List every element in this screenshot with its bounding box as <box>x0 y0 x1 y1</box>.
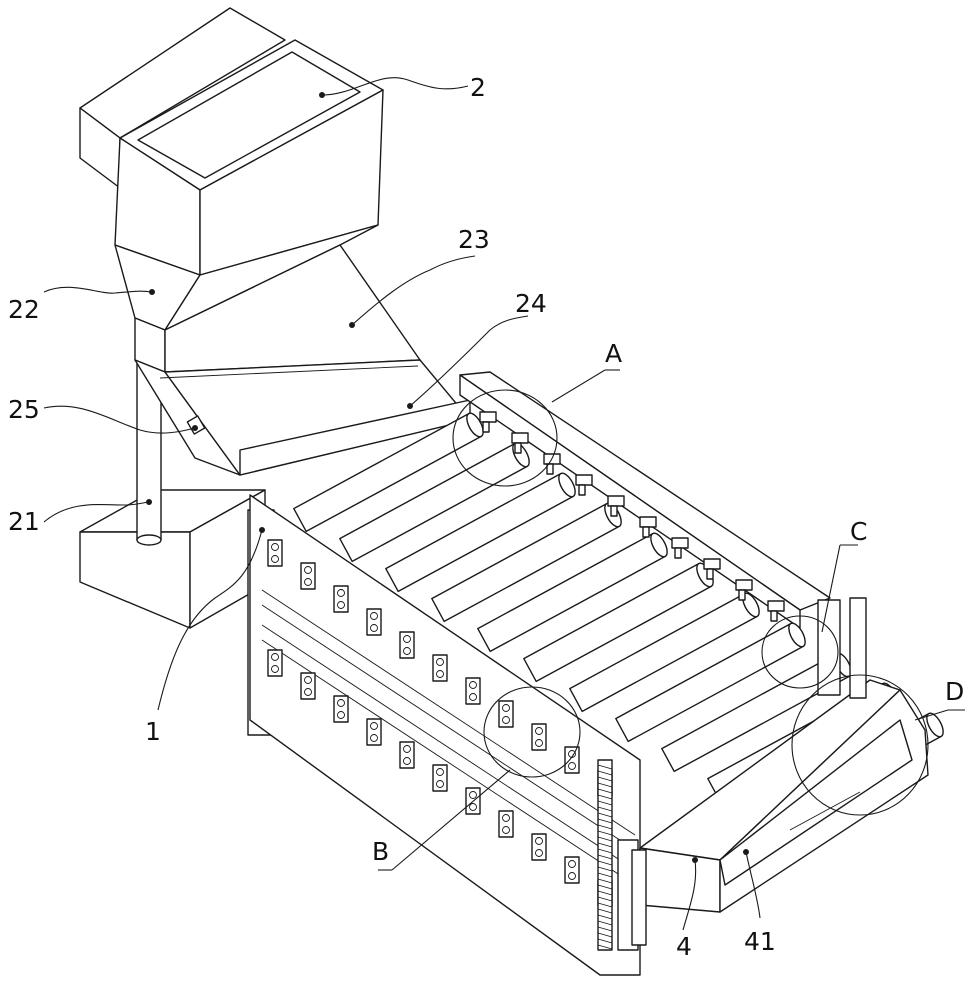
top-bracket <box>511 432 529 444</box>
label-column: 21 <box>8 507 40 536</box>
label-detail-a: A <box>605 339 622 368</box>
detail-circle-b <box>483 686 581 778</box>
label-detail-d: D <box>945 677 964 706</box>
label-frame: 1 <box>145 717 161 746</box>
roller-end <box>650 532 668 558</box>
detail-callouts <box>452 389 929 816</box>
top-bracket <box>607 495 625 507</box>
leader-lines <box>43 77 965 931</box>
label-chute-upper: 22 <box>8 295 40 324</box>
top-bracket <box>575 474 593 486</box>
label-hopper: 2 <box>470 73 486 102</box>
label-chute-lower: 24 <box>515 289 547 318</box>
label-detail-c: C <box>850 517 867 546</box>
detail-circle-a <box>452 389 558 487</box>
detail-circle-c <box>761 615 839 689</box>
label-chute-middle: 23 <box>458 225 490 254</box>
top-bracket-row <box>479 411 785 622</box>
label-sensor: 25 <box>8 395 40 424</box>
top-bracket <box>735 579 753 591</box>
top-bracket <box>703 558 721 570</box>
roller-end <box>788 622 806 648</box>
roller-end <box>926 712 944 738</box>
column-base <box>79 489 266 629</box>
top-bracket <box>639 516 657 528</box>
reference-labels: 2 22 23 24 25 21 1 A B C D 4 41 <box>8 73 964 961</box>
label-detail-b: B <box>372 837 389 866</box>
lead-screw <box>597 764 613 950</box>
top-bracket <box>671 537 689 549</box>
label-lift-assembly: 4 <box>676 932 692 961</box>
chute-assembly <box>134 244 471 476</box>
roller-end <box>558 472 576 498</box>
label-tray: 41 <box>744 927 776 956</box>
top-bracket <box>767 600 785 612</box>
detail-circle-d <box>791 674 929 816</box>
top-bracket <box>479 411 497 423</box>
